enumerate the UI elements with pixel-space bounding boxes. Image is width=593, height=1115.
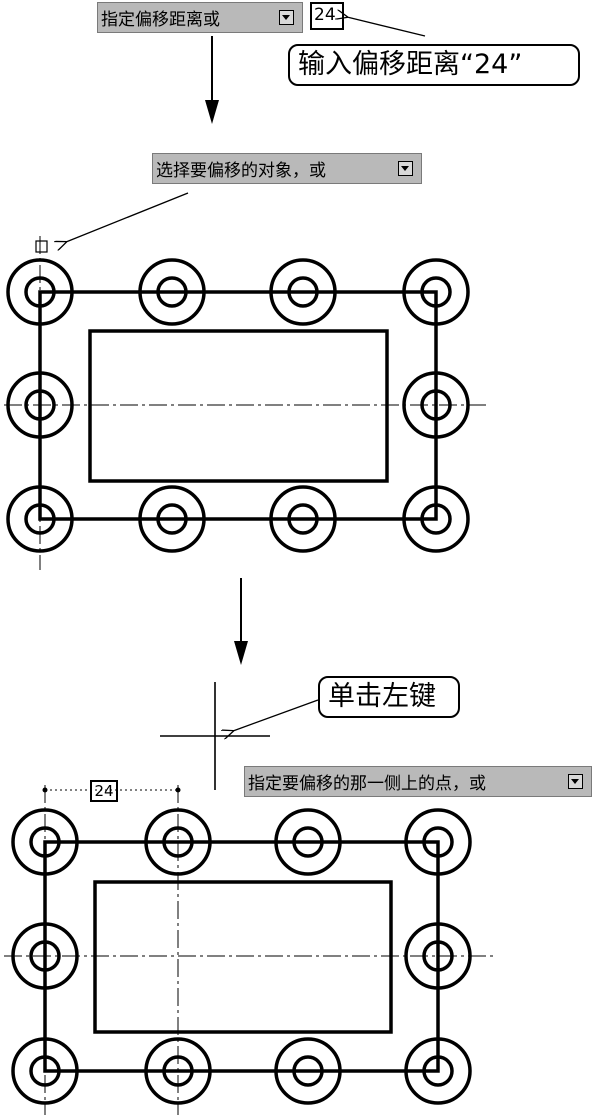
- arrow-down-icon: [234, 578, 248, 665]
- pointer-arrow-pickbox: [66, 192, 189, 242]
- pointer-arrow-input: [347, 17, 426, 37]
- pointer-arrow-crosshair: [233, 699, 319, 731]
- outer-rectangle: [43, 840, 440, 1073]
- select-object-prompt: 选择要偏移的对象，或: [152, 153, 422, 184]
- figure-after-offset: [4, 785, 495, 1115]
- offset-distance-prompt: 指定偏移距离或: [97, 2, 303, 33]
- hole-pattern: [11, 808, 472, 1105]
- offset-distance-prompt-label: 指定偏移距离或: [101, 10, 220, 30]
- select-object-prompt-label: 选择要偏移的对象，或: [156, 161, 326, 181]
- dimension-input[interactable]: 24: [90, 780, 118, 802]
- dropdown-arrow-icon[interactable]: [568, 774, 583, 789]
- offset-side-prompt: 指定要偏移的那一侧上的点，或: [244, 766, 592, 797]
- callout-left-click: 单击左键: [318, 676, 460, 718]
- dropdown-arrow-icon[interactable]: [279, 10, 294, 25]
- inner-rectangle: [88, 329, 389, 483]
- offset-side-prompt-label: 指定要偏移的那一侧上的点，或: [248, 774, 486, 794]
- outer-rectangle: [38, 290, 438, 521]
- figure-before-offset: [4, 236, 490, 570]
- callout-enter-distance: 输入偏移距离“24”: [288, 44, 580, 86]
- arrow-down-icon: [205, 36, 219, 124]
- pickbox-icon: [35, 240, 48, 253]
- hole-pattern: [6, 258, 470, 553]
- inner-rectangle: [93, 880, 393, 1034]
- dropdown-arrow-icon[interactable]: [398, 161, 413, 176]
- crosshair-icon: [160, 682, 270, 790]
